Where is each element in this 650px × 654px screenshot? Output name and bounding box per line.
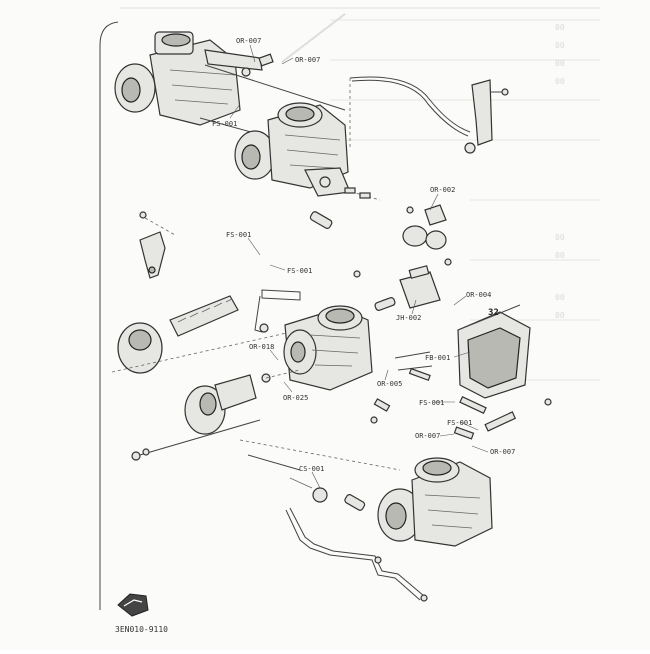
part-labels: OR-007 OR-007 FS-001 OR-002 FS-001 FS-00… bbox=[212, 37, 515, 473]
label-fs-001: FS-001 bbox=[226, 231, 251, 239]
label-or-004: OR-004 bbox=[466, 291, 491, 299]
mounting-bracket bbox=[139, 211, 176, 279]
label-or-018: OR-018 bbox=[249, 343, 274, 351]
label-fb-001: FB-001 bbox=[425, 354, 450, 362]
ghost-code: 00 bbox=[555, 77, 565, 86]
label-fs-001: FS-001 bbox=[447, 419, 472, 427]
ghost-code: 00 bbox=[555, 311, 565, 320]
page-border bbox=[99, 21, 119, 610]
vacuum-chamber-parts bbox=[111, 295, 301, 461]
drawing-code: 3EN010-9110 bbox=[115, 625, 168, 634]
label-jh-002: JH-002 bbox=[396, 314, 421, 322]
label-or-007: OR-007 bbox=[415, 432, 440, 440]
label-or-005: OR-005 bbox=[377, 380, 402, 388]
label-fs-001: FS-001 bbox=[419, 399, 444, 407]
callout-number: 32 bbox=[488, 308, 499, 318]
ghost-code: 00 bbox=[555, 293, 565, 302]
label-or-007: OR-007 bbox=[236, 37, 261, 45]
label-fs-001: FS-001 bbox=[212, 120, 237, 128]
throttle-linkage bbox=[285, 507, 428, 602]
choke-plunger bbox=[402, 204, 452, 266]
choke-cable bbox=[349, 76, 509, 154]
middle-carburetor bbox=[254, 211, 396, 391]
label-or-002: OR-002 bbox=[430, 186, 455, 194]
label-cs-001: CS-001 bbox=[299, 465, 324, 473]
label-fs-001: FS-001 bbox=[287, 267, 312, 275]
ghost-code: 00 bbox=[555, 251, 565, 260]
float-bowl-parts bbox=[394, 265, 552, 406]
ghost-code: 00 bbox=[555, 59, 565, 68]
ghost-code: 00 bbox=[555, 41, 565, 50]
top-carburetor-assembly bbox=[114, 13, 381, 201]
background-table-ghost: 00 00 00 00 00 00 00 00 bbox=[120, 7, 600, 381]
label-or-025: OR-025 bbox=[283, 394, 308, 402]
ghost-code: 00 bbox=[555, 23, 565, 32]
bottom-carburetor bbox=[239, 439, 493, 547]
ghost-code: 00 bbox=[555, 233, 565, 242]
label-or-007: OR-007 bbox=[295, 56, 320, 64]
jets-and-screws bbox=[370, 367, 517, 440]
leader-lines bbox=[229, 44, 489, 489]
corner-arrow-icon bbox=[117, 593, 149, 617]
label-or-007: OR-007 bbox=[490, 448, 515, 456]
